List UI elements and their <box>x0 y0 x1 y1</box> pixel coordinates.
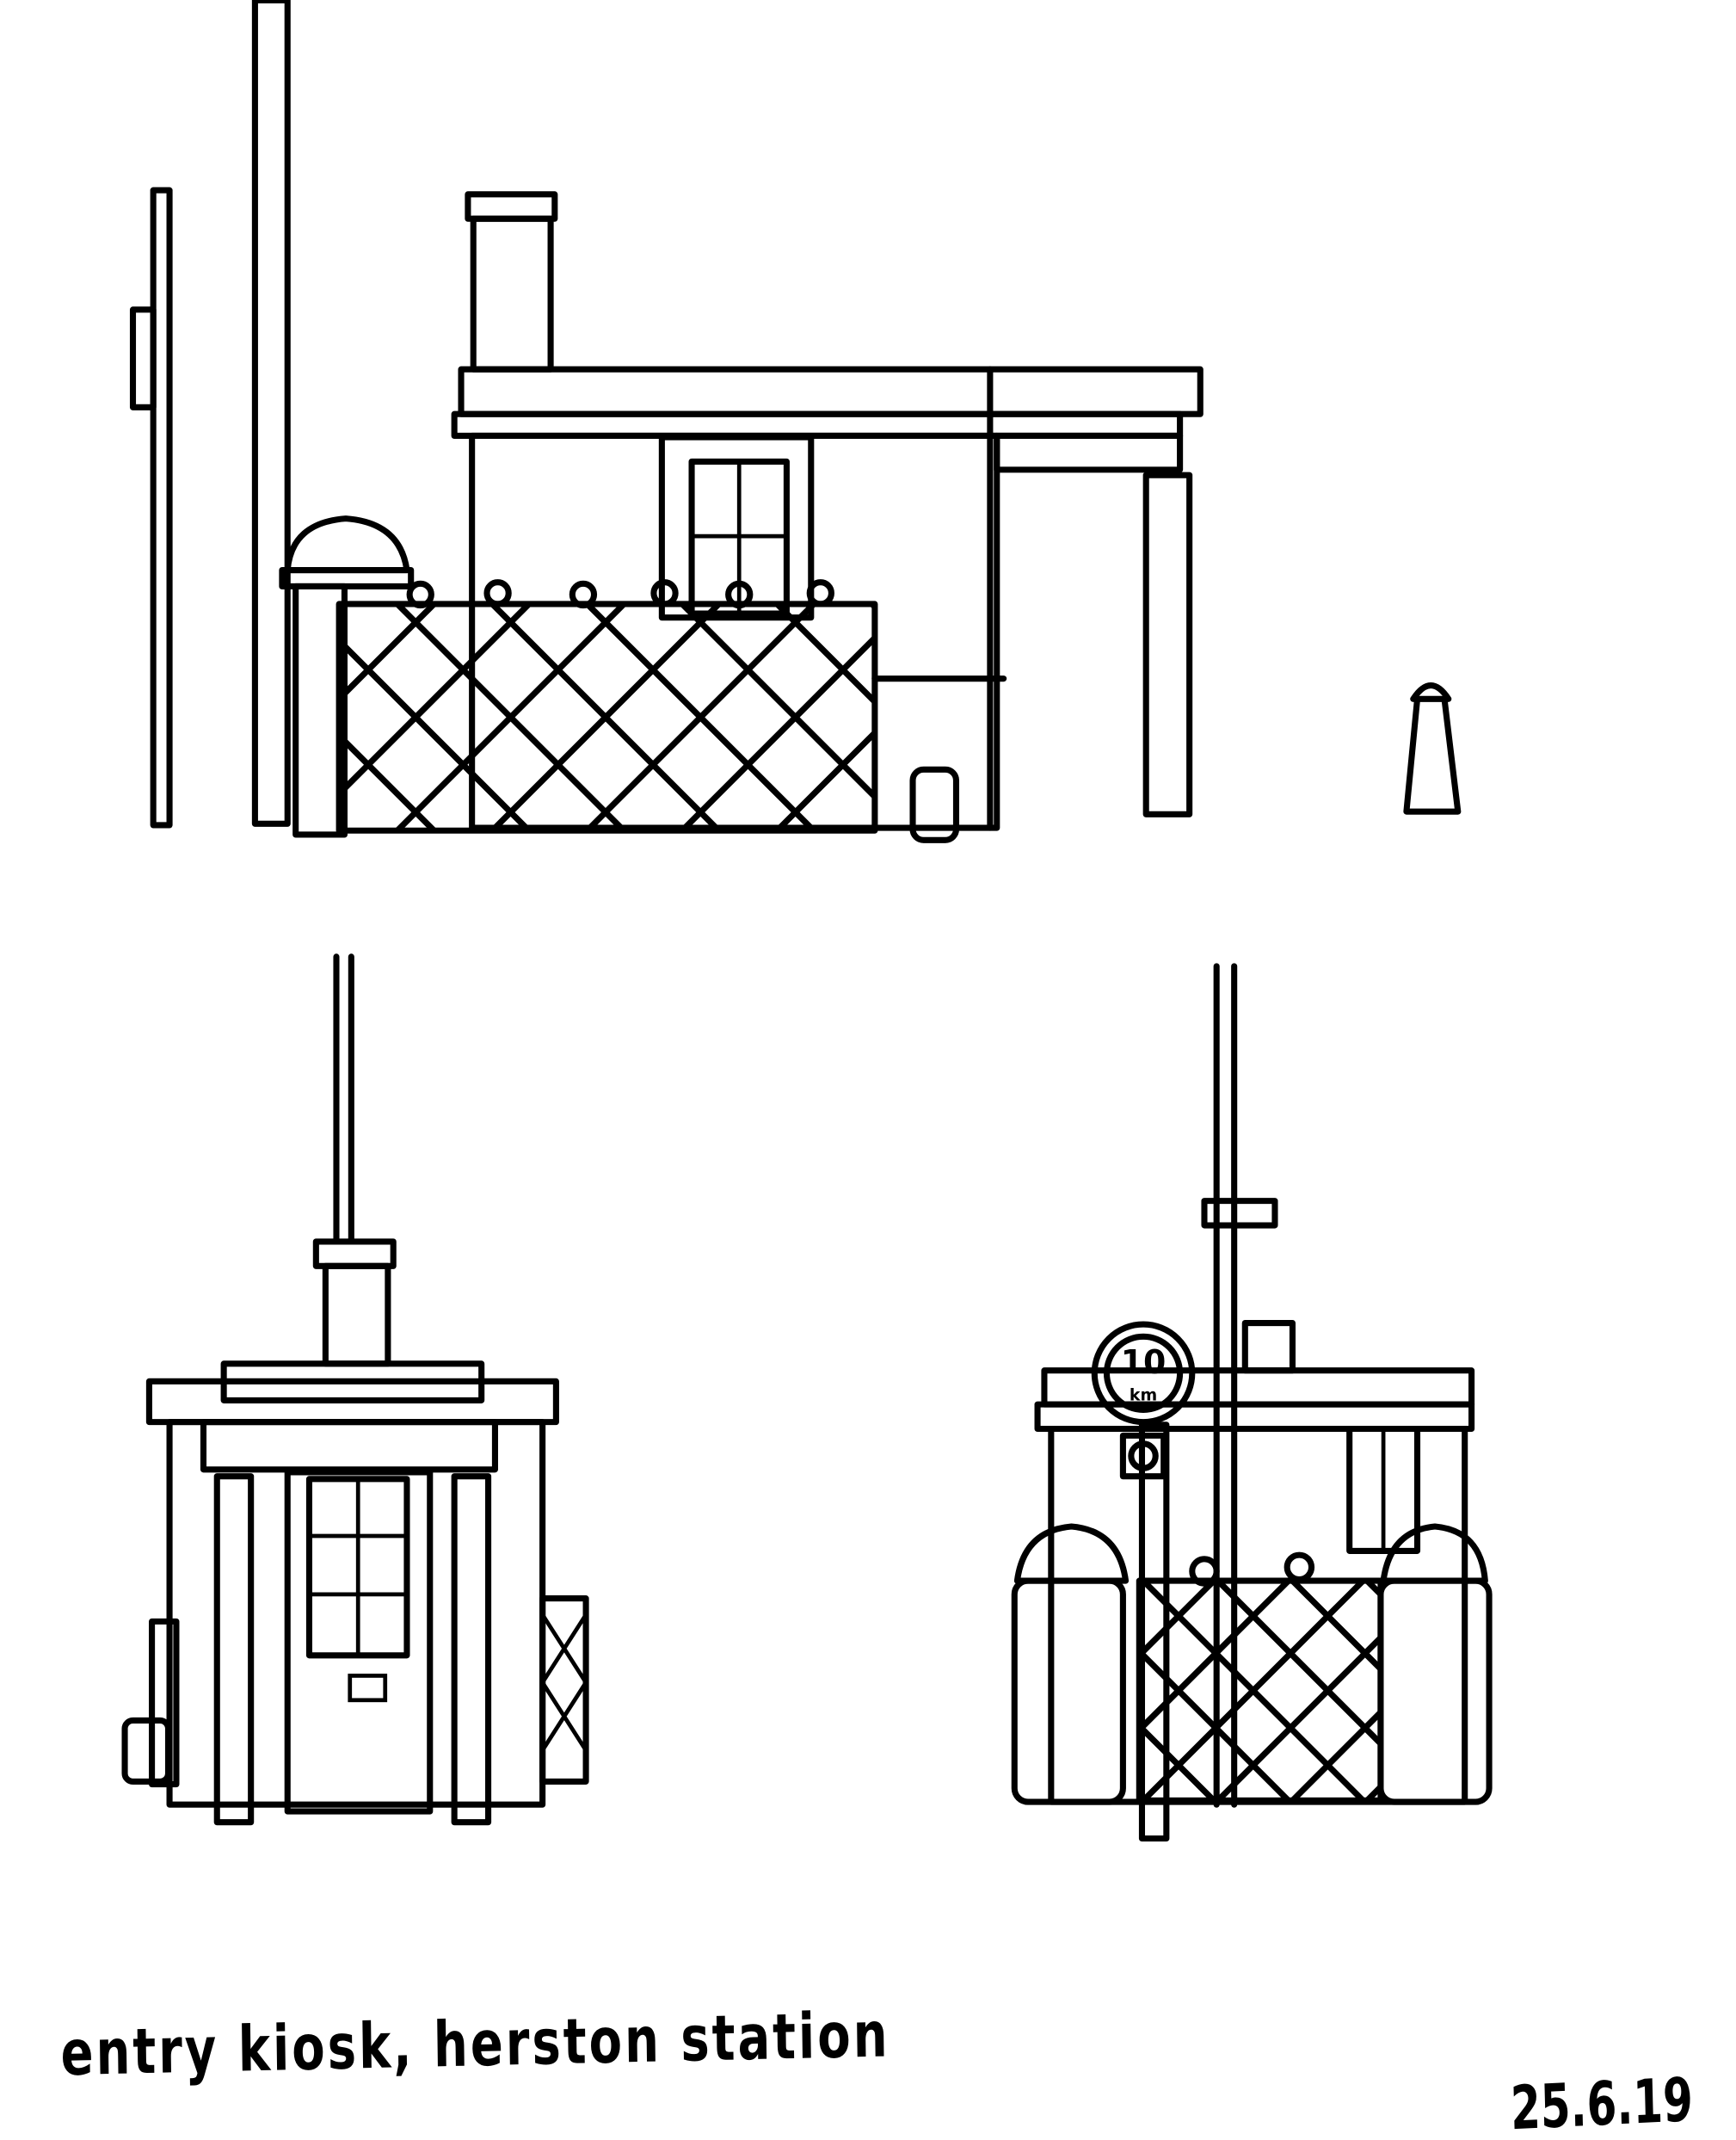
gate-pillar <box>292 583 348 838</box>
lattice-bar <box>339 826 342 831</box>
entablature <box>1034 1401 1475 1433</box>
lattice-bar <box>1364 1581 1381 1599</box>
speed-limit-number: 10 <box>1121 1343 1167 1381</box>
portico-column <box>1142 472 1193 817</box>
lattice-bar <box>1364 1782 1381 1801</box>
portico-beam <box>994 432 1184 473</box>
lattice-bar <box>339 603 342 608</box>
lattice-bar <box>1591 1581 1736 1800</box>
roof-band <box>458 366 1204 417</box>
gate-finial <box>1189 1556 1220 1587</box>
lattice-fence <box>336 601 878 834</box>
lattice-bar <box>773 603 875 706</box>
lattice-bar <box>489 603 723 831</box>
window-frame <box>658 434 815 621</box>
bin <box>909 766 960 843</box>
lattice-bar <box>1062 604 1288 830</box>
chimney-cap <box>1201 1198 1278 1229</box>
lattice-bar <box>339 603 532 799</box>
lattice-bar <box>1215 1633 1381 1801</box>
pillar-dome <box>284 515 410 574</box>
side-elevation-view <box>129 0 1462 843</box>
door-frame <box>284 1469 434 1815</box>
lattice-bar <box>773 728 875 831</box>
door-plate <box>348 1674 388 1703</box>
speed-limit-unit: km <box>1130 1385 1157 1404</box>
lattice-bar <box>584 603 817 831</box>
lattice-bar <box>1591 1581 1736 1800</box>
gate-lattice <box>1139 1581 1736 1801</box>
pole-sign <box>129 306 157 410</box>
lattice-bar <box>1289 1707 1381 1801</box>
front-view <box>121 953 589 1826</box>
lattice-bar <box>394 603 627 831</box>
lattice-bar <box>339 603 438 704</box>
pillar-dome <box>1380 1523 1488 1584</box>
lattice-bar <box>339 731 438 831</box>
lattice-bar <box>1062 604 1288 830</box>
gate-finial <box>1284 1551 1315 1583</box>
lattice-bar <box>869 823 875 831</box>
chimney-cap <box>312 1238 397 1269</box>
cornice <box>451 410 1184 440</box>
lattice-bar <box>1442 1581 1661 1800</box>
bollard <box>1403 695 1462 815</box>
lattice-bar <box>967 604 1193 830</box>
lattice-bar <box>1289 1581 1381 1674</box>
lattice-bar <box>1139 1796 1142 1801</box>
column <box>213 1473 255 1826</box>
chimney <box>1241 1319 1296 1374</box>
chimney <box>322 1262 391 1367</box>
no-entry-sign <box>1119 1432 1167 1480</box>
entablature <box>200 1419 498 1473</box>
chimney-cap <box>465 191 558 222</box>
thin-pole <box>150 187 173 829</box>
tall-pole <box>251 0 291 827</box>
chimney <box>470 215 554 373</box>
speed-limit-sign <box>1091 1321 1196 1426</box>
side-fence <box>539 1595 589 1785</box>
lattice-bar <box>679 633 875 831</box>
lattice-bar <box>1517 1581 1736 1800</box>
gate-pillar <box>1011 1577 1126 1805</box>
side-fence <box>149 1618 180 1788</box>
lattice-bar <box>967 604 1193 830</box>
sketch-date: 25.6.19 <box>1510 2064 1694 2140</box>
gate-pillar <box>1377 1577 1493 1805</box>
lattice-bar <box>1139 1581 1142 1586</box>
pillar-dome <box>1013 1523 1130 1584</box>
lattice-bar <box>1517 1581 1736 1800</box>
column <box>451 1473 492 1826</box>
fence-lattice <box>339 603 1288 831</box>
lattice-bar <box>1442 1581 1661 1800</box>
rear-view: 10 km <box>1011 963 1736 1842</box>
fence-finials <box>406 579 834 609</box>
lattice-bar <box>869 603 875 612</box>
bin <box>121 1717 172 1785</box>
sign-post <box>1138 1422 1170 1842</box>
